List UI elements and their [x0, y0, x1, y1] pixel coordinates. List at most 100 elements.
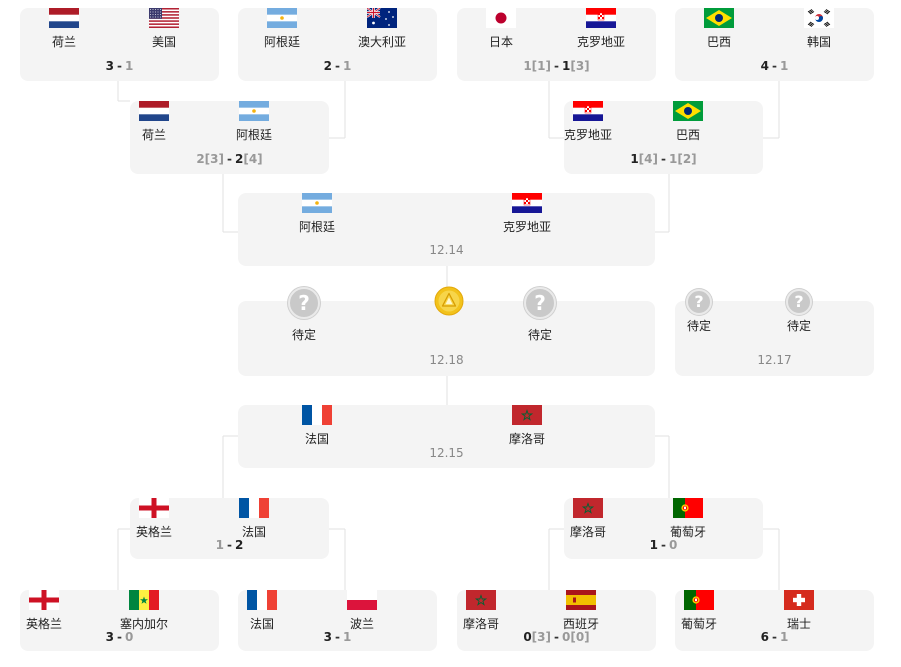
team-away[interactable]: 克罗地亚 — [487, 193, 567, 234]
score-value: 3 — [105, 59, 114, 73]
team-home[interactable]: 日本 — [461, 8, 541, 49]
team-away[interactable]: 克罗地亚 — [561, 8, 641, 49]
team-home[interactable]: 葡萄牙 — [659, 590, 739, 631]
score-value: [4] — [243, 152, 263, 166]
score-value: 2 — [234, 538, 244, 552]
score-separator: - — [661, 538, 666, 552]
team-name: 韩国 — [806, 35, 831, 49]
flag-argentina-icon — [267, 8, 297, 28]
team-away[interactable]: 美国 — [124, 8, 204, 49]
score-value: [3] — [531, 630, 551, 644]
team-name: 克罗地亚 — [502, 220, 551, 234]
team-home[interactable]: 法国 — [277, 405, 357, 446]
score-separator: - — [335, 59, 340, 73]
team-away[interactable]: 西班牙 — [541, 590, 621, 631]
team-home[interactable]: ? 待定 — [264, 287, 344, 342]
team-name: 塞内加尔 — [119, 617, 168, 631]
team-home[interactable]: 英格兰 — [4, 590, 84, 631]
score-separator: - — [772, 59, 777, 73]
team-away[interactable]: 塞内加尔 — [104, 590, 184, 631]
team-away[interactable]: 法国 — [214, 498, 294, 539]
team-name: 巴西 — [706, 35, 731, 49]
score-separator: - — [554, 630, 559, 644]
team-away[interactable]: 葡萄牙 — [648, 498, 728, 539]
team-home[interactable]: 克罗地亚 — [548, 101, 628, 142]
team-home[interactable]: ?待定 — [659, 289, 739, 333]
score-separator: - — [227, 538, 232, 552]
score-value: 1 — [124, 59, 134, 73]
match-card-sf-1[interactable]: 阿根廷克罗地亚 12.14 — [238, 193, 655, 266]
flag-portugal-icon — [673, 498, 703, 518]
match-date: 12.14 — [429, 243, 464, 257]
team-home[interactable]: 英格兰 — [114, 498, 194, 539]
score-value: 1 — [668, 152, 678, 166]
team-away[interactable]: 阿根廷 — [214, 101, 294, 142]
score-value: 0 — [561, 630, 571, 644]
flag-japan-icon — [486, 8, 516, 28]
team-home[interactable]: 法国 — [222, 590, 302, 631]
score-value: 1 — [342, 630, 352, 644]
team-home[interactable]: 阿根廷 — [242, 8, 322, 49]
team-home[interactable]: 摩洛哥 — [441, 590, 521, 631]
team-home[interactable]: 摩洛哥 — [548, 498, 628, 539]
match-score: 1[4]-1[2] — [564, 152, 763, 166]
team-home[interactable]: 荷兰 — [24, 8, 104, 49]
flag-australia-icon — [367, 8, 397, 28]
team-name: 阿根廷 — [263, 35, 300, 49]
flag-portugal-icon — [684, 590, 714, 610]
team-name: 待定 — [291, 328, 316, 342]
team-name: 法国 — [304, 432, 329, 446]
match-score: 6-1 — [675, 630, 874, 644]
team-name: 摩洛哥 — [508, 432, 545, 446]
team-home[interactable]: 巴西 — [679, 8, 759, 49]
team-name: 巴西 — [675, 128, 700, 142]
team-away[interactable]: ?待定 — [759, 289, 839, 333]
team-away[interactable]: 摩洛哥 — [487, 405, 567, 446]
flag-morocco-icon — [466, 590, 496, 610]
team-name: 英格兰 — [135, 525, 172, 539]
score-value: [0] — [570, 630, 590, 644]
match-score: 1[1]-1[3] — [457, 59, 656, 73]
flag-morocco-icon — [573, 498, 603, 518]
team-home[interactable]: 阿根廷 — [277, 193, 357, 234]
team-away[interactable]: 韩国 — [779, 8, 859, 49]
score-value: 3 — [323, 630, 332, 644]
flag-brazil-icon — [673, 101, 703, 121]
match-card-r16-3[interactable]: 日本克罗地亚 1[1]-1[3] — [457, 8, 656, 81]
team-away[interactable]: 波兰 — [322, 590, 402, 631]
match-score: 3-1 — [20, 59, 219, 73]
match-card-r16-1[interactable]: 荷兰美国 3-1 — [20, 8, 219, 81]
match-date: 12.18 — [429, 353, 464, 367]
match-score: 1-0 — [564, 538, 763, 552]
score-value: 1 — [523, 59, 532, 73]
flag-senegal-icon — [129, 590, 159, 610]
team-away[interactable]: 巴西 — [648, 101, 728, 142]
team-away[interactable]: ?待定 — [500, 287, 580, 342]
match-score: 2[3]-2[4] — [130, 152, 329, 166]
team-away[interactable]: 澳大利亚 — [342, 8, 422, 49]
team-away[interactable]: 瑞士 — [759, 590, 839, 631]
score-separator: - — [117, 59, 122, 73]
team-home[interactable]: 荷兰 — [114, 101, 194, 142]
flag-switzerland-icon — [784, 590, 814, 610]
team-name: 波兰 — [349, 617, 374, 631]
score-value: 1 — [630, 152, 639, 166]
flag-korea-icon — [804, 8, 834, 28]
match-score: 0[3]-0[0] — [457, 630, 656, 644]
question-icon: ? — [288, 287, 320, 319]
team-name: 法国 — [241, 525, 266, 539]
